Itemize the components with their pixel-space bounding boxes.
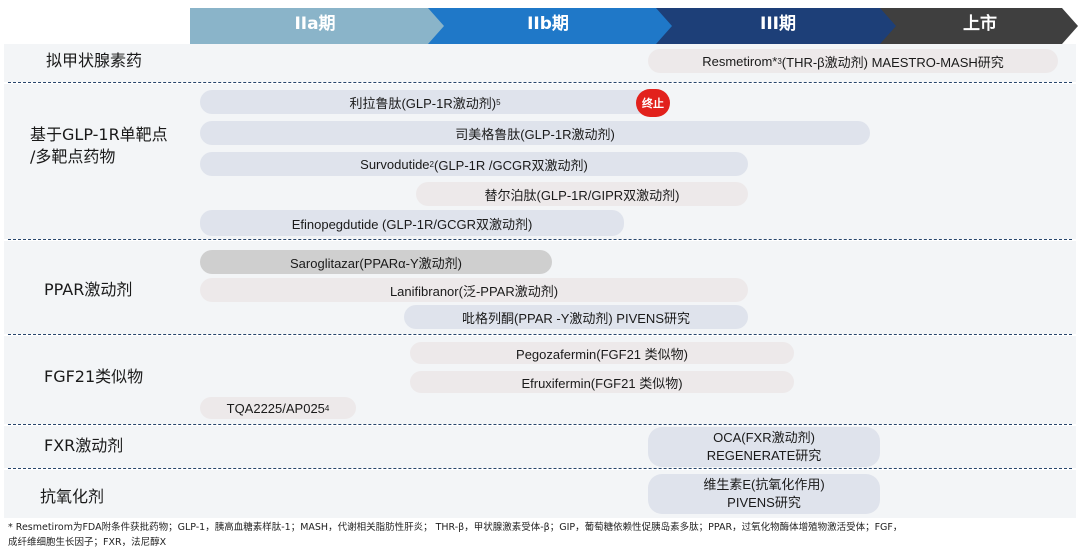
drug-label: Efruxifermin(FGF21 类似物) <box>521 375 683 391</box>
phase-arrows <box>190 8 1078 44</box>
divider <box>8 424 1072 425</box>
phase-arrow-iib <box>428 8 676 44</box>
category-antiox: 抗氧化剂 <box>40 487 105 506</box>
drug-ref: 2 <box>429 159 434 169</box>
drug-label: Pegozafermin(FGF21 类似物) <box>516 346 688 362</box>
drug-efruxifermin: Efruxifermin(FGF21 类似物) <box>410 371 794 393</box>
category-glp1-line2: /多靶点药物 <box>30 147 116 166</box>
drug-label: 替尔泊肽(GLP-1R/GIPR双激动剂) <box>484 187 680 203</box>
section-antiox-bg <box>4 470 1076 518</box>
drug-pioglitazone: 吡格列酮(PPAR -Y激动剂) PIVENS研究 <box>404 305 748 329</box>
footnote: * Resmetirom为FDA附条件获批药物；GLP-1，胰高血糖素样肽-1；… <box>8 520 1068 550</box>
footnote-line: * Resmetirom为FDA附条件获批药物；GLP-1，胰高血糖素样肽-1；… <box>8 522 903 533</box>
drug-tirzepatide: 替尔泊肽(GLP-1R/GIPR双激动剂) <box>416 182 748 206</box>
drug-ref: 5 <box>496 97 501 107</box>
drug-label: Saroglitazar(PPARα-Y激动剂) <box>290 255 462 271</box>
footnote-line: 成纤维细胞生长因子；FXR，法尼醇X <box>8 537 167 548</box>
drug-label: 司美格鲁肽(GLP-1R激动剂) <box>455 126 615 142</box>
drug-vitamin-e: 维生素E(抗氧化作用) PIVENS研究 <box>648 474 880 514</box>
category-ppar: PPAR激动剂 <box>44 280 133 299</box>
drug-pegozafermin: Pegozafermin(FGF21 类似物) <box>410 342 794 364</box>
phase-label-iia: IIa期 <box>294 14 336 34</box>
drug-label: 利拉鲁肽(GLP-1R激动剂) <box>349 95 497 111</box>
divider <box>8 239 1072 240</box>
drug-lanifibranor: Lanifibranor(泛-PPAR激动剂) <box>200 278 748 302</box>
phase-label-iii: III期 <box>760 14 796 34</box>
drug-label: TQA2225/AP025 <box>226 400 325 416</box>
drug-ref: 3 <box>777 56 782 66</box>
category-fxr: FXR激动剂 <box>44 436 124 455</box>
section-fxr-bg <box>4 426 1076 468</box>
drug-label: 吡格列酮(PPAR -Y激动剂) PIVENS研究 <box>461 310 690 326</box>
drug-semaglutide: 司美格鲁肽(GLP-1R激动剂) <box>200 121 870 145</box>
drug-resmetirom: Resmetirom*3(THR-β激动剂) MAESTRO-MASH研究 <box>648 49 1058 73</box>
divider <box>8 334 1072 335</box>
drug-label: PIVENS研究 <box>727 495 801 510</box>
drug-ref: 4 <box>324 403 330 413</box>
category-glp1-line1: 基于GLP-1R单靶点 <box>30 125 168 144</box>
drug-label: Lanifibranor(泛-PPAR激动剂) <box>389 283 559 299</box>
drug-efinopegdutide: Efinopegdutide (GLP-1R/GCGR双激动剂) <box>200 210 624 236</box>
drug-saroglitazar: Saroglitazar(PPARα-Y激动剂) <box>200 250 552 274</box>
phase-label-iib: IIb期 <box>527 14 569 34</box>
phase-arrow-iia <box>190 8 448 44</box>
phase-header: IIa期 IIb期 III期 上市 <box>0 0 1080 44</box>
phase-label-market: 上市 <box>963 14 997 34</box>
drug-liraglutide: 利拉鲁肽(GLP-1R激动剂) 5 <box>200 90 650 114</box>
phase-arrow-market <box>880 8 1078 44</box>
phase-arrow-iii <box>656 8 900 44</box>
category-fgf21: FGF21类似物 <box>44 367 144 386</box>
drug-label: 维生素E(抗氧化作用) <box>703 477 825 492</box>
drug-label: (GLP-1R /GCGR双激动剂) <box>434 157 588 173</box>
divider <box>8 82 1072 83</box>
drug-oca: OCA(FXR激动剂) REGENERATE研究 <box>648 427 880 467</box>
drug-label: Resmetirom* <box>702 53 778 69</box>
stop-badge: 终止 <box>636 89 670 117</box>
drug-label: (THR-β激动剂) MAESTRO-MASH研究 <box>781 54 1004 70</box>
category-thyroid: 拟甲状腺素药 <box>46 51 143 70</box>
drug-label: Survodutide <box>360 156 430 172</box>
divider <box>8 468 1072 469</box>
drug-label: Efinopegdutide (GLP-1R/GCGR双激动剂) <box>291 216 533 232</box>
drug-label: REGENERATE研究 <box>706 448 822 463</box>
drug-label: OCA(FXR激动剂) <box>713 430 815 445</box>
